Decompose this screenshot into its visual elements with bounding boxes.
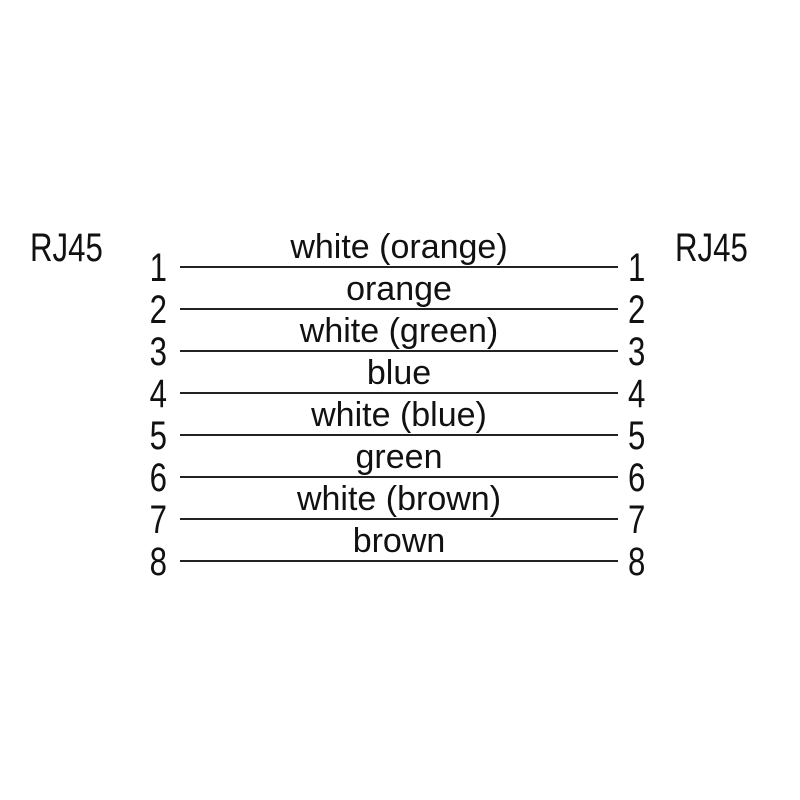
wire-line (180, 518, 618, 520)
wire-line (180, 266, 618, 268)
wire-row: 1 white (orange) 1 (0, 228, 800, 288)
wire-row: 5 white (blue) 5 (0, 396, 800, 456)
pin-number-left: 5 (149, 414, 167, 458)
wire-row: 3 white (green) 3 (0, 312, 800, 372)
wire-label: brown (352, 522, 446, 560)
pin-number-right: 1 (628, 246, 646, 290)
wire-row: 2 orange 2 (0, 270, 800, 330)
wire-line (180, 392, 618, 394)
wire-line (180, 308, 618, 310)
pin-number-left: 8 (149, 540, 167, 584)
wire-label: orange (346, 270, 452, 308)
wire-label: blue (366, 354, 432, 392)
wire-line (180, 434, 618, 436)
wire-row: 8 brown 8 (0, 522, 800, 582)
pin-number-left: 7 (149, 498, 167, 542)
wire-line (180, 350, 618, 352)
pin-number-left: 2 (149, 288, 167, 332)
pin-number-left: 6 (149, 456, 167, 500)
pin-number-right: 4 (628, 372, 646, 416)
wire-label: white (blue) (311, 396, 487, 434)
wire-label: white (brown) (296, 480, 502, 518)
wire-label: white (green) (299, 312, 499, 350)
wire-row: 7 white (brown) 7 (0, 480, 800, 540)
pin-number-left: 1 (149, 246, 167, 290)
pin-number-right: 7 (628, 498, 646, 542)
connector-label-right: RJ45 (675, 226, 748, 270)
pin-number-right: 5 (628, 414, 646, 458)
pin-number-right: 8 (628, 540, 646, 584)
wire-label: white (orange) (290, 228, 508, 266)
pin-number-left: 4 (149, 372, 167, 416)
wire-label: green (355, 438, 443, 476)
pin-number-left: 3 (149, 330, 167, 374)
wire-row: 6 green 6 (0, 438, 800, 498)
connector-label-left: RJ45 (30, 226, 103, 270)
wire-line (180, 560, 618, 562)
pin-number-right: 6 (628, 456, 646, 500)
wire-line (180, 476, 618, 478)
pin-number-right: 3 (628, 330, 646, 374)
pin-number-right: 2 (628, 288, 646, 332)
wire-row: 4 blue 4 (0, 354, 800, 414)
